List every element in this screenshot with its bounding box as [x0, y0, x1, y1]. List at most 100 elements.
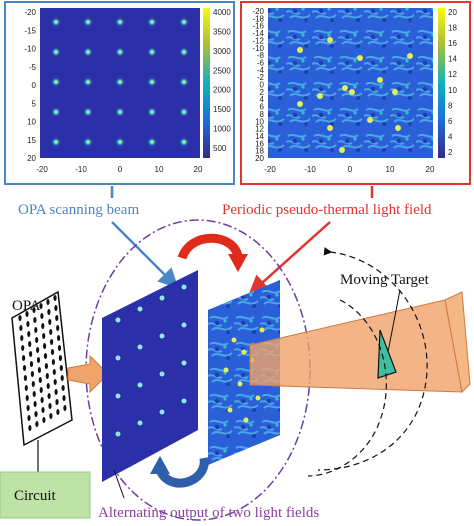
beam-spot — [83, 107, 93, 117]
right-y-tick-label: -16 — [252, 22, 264, 31]
opa-emitter — [47, 393, 51, 399]
left-x-tick-label: 20 — [194, 165, 203, 174]
opa-emitter — [55, 315, 59, 321]
opa-emitter — [28, 341, 32, 347]
opa-emitter — [27, 331, 31, 337]
opa-emitter — [40, 313, 44, 319]
opa-emitter — [37, 367, 42, 373]
beam-spot — [179, 137, 189, 147]
opa-emitter — [22, 365, 27, 371]
right-y-tick-label: 8 — [260, 110, 265, 119]
field-beam-spot — [159, 371, 165, 377]
right-y-tick-label: 6 — [260, 103, 265, 112]
moving-target-label: Moving Target — [340, 272, 430, 288]
light-cone — [249, 299, 463, 393]
speckle-field-spot — [237, 381, 243, 387]
left-colorbar-tick-label: 2000 — [213, 86, 231, 95]
beam-spot — [51, 47, 61, 57]
opa-scanning-beam-caption: OPA scanning beam — [18, 202, 139, 218]
right-colorbar-tick-label: 20 — [448, 8, 457, 17]
right-y-tick-label: -14 — [252, 29, 264, 38]
pseudo-thermal-field — [208, 280, 280, 465]
right-y-tick-label: -12 — [252, 36, 264, 45]
opa-emitter — [39, 387, 43, 393]
opa-emitter — [45, 373, 49, 379]
field-beam-spot — [159, 295, 165, 301]
right-x-tick-label: 0 — [348, 165, 353, 174]
left-y-tick-label: 0 — [32, 81, 37, 90]
opa-emitter — [42, 417, 46, 423]
opa-emitter — [25, 395, 29, 401]
right-colorbar-tick-label: 4 — [448, 132, 453, 141]
field-beam-spot — [159, 409, 165, 415]
speckle-field-spot — [223, 367, 229, 373]
beam-spot — [179, 17, 189, 27]
speckle-bright-spot — [357, 55, 363, 61]
opa-emitter — [49, 329, 53, 335]
opa-emitter — [56, 325, 60, 331]
opa-emitter — [50, 349, 55, 355]
opa-emitter — [43, 343, 47, 349]
right-y-tick-label: -10 — [252, 44, 264, 53]
speckle-field-spot — [255, 395, 261, 401]
opa-emitter — [52, 369, 56, 375]
red-switch-arrowhead — [228, 254, 248, 272]
field-beam-spot — [159, 333, 165, 339]
right-x-tick-label: -20 — [264, 165, 276, 174]
right-x-tick-label: -10 — [304, 165, 316, 174]
left-y-tick-label: -15 — [24, 26, 36, 35]
right-x-tick-label: 20 — [426, 165, 435, 174]
opa-emitter — [27, 415, 31, 421]
opa-emitter-array — [18, 295, 67, 431]
speckle-bright-spot — [392, 89, 398, 95]
opa-output-arrow — [67, 354, 109, 394]
field-beam-spot — [137, 344, 143, 350]
beam-spot — [51, 77, 61, 87]
right-y-tick-label: -6 — [257, 58, 265, 67]
opa-emitter — [54, 305, 58, 311]
opa-emitter — [38, 377, 42, 383]
opa-emitter — [61, 385, 65, 391]
right-y-tick-label: -18 — [252, 14, 264, 23]
opa-emitter — [62, 395, 66, 401]
right-colorbar-tick-label: 14 — [448, 55, 457, 64]
beam-spot — [147, 77, 157, 87]
left-colorbar-tick-label: 1500 — [213, 105, 231, 114]
opa-emitter — [56, 409, 60, 415]
blue-switch-arrow — [155, 457, 209, 488]
right-colorbar-tick-label: 16 — [448, 39, 457, 48]
beam-spot — [83, 47, 93, 57]
speckle-field-spot — [231, 337, 237, 343]
right-y-tick-label: 18 — [255, 147, 264, 156]
left-colorbar-tick-label: 4000 — [213, 8, 231, 17]
beam-spot — [179, 47, 189, 57]
opa-emitter — [46, 299, 50, 305]
light-cone-end — [444, 291, 471, 394]
speckle-field-spot — [241, 349, 247, 355]
right-y-tick-label: 12 — [255, 125, 264, 134]
left-x-tick-label: -10 — [75, 165, 87, 174]
opa-emitter — [24, 385, 28, 391]
right-bright-spots — [297, 37, 413, 153]
opa-emitter — [32, 307, 36, 313]
left-colorbar — [203, 8, 210, 158]
right-panel-frame — [240, 1, 471, 185]
right-y-tick-label: -2 — [257, 73, 265, 82]
speckle-bright-spot — [367, 117, 373, 123]
motion-arc-outer — [317, 247, 428, 471]
pseudo-thermal-caption: Periodic pseudo-thermal light field — [222, 202, 432, 218]
left-y-tick-label: 5 — [32, 99, 37, 108]
opa-emitter — [43, 353, 48, 359]
right-y-tick-label: 0 — [260, 81, 265, 90]
speckle-field-spot — [243, 417, 249, 423]
speckle-bright-spot — [327, 37, 333, 43]
right-x-tick-label: 10 — [386, 165, 395, 174]
opa-emitter — [41, 323, 45, 329]
beam-spot — [115, 17, 125, 27]
right-colorbar-tick-label: 12 — [448, 70, 457, 79]
opa-emitter — [48, 403, 52, 409]
right-heatmap — [268, 8, 433, 158]
opa-emitter — [33, 317, 37, 323]
